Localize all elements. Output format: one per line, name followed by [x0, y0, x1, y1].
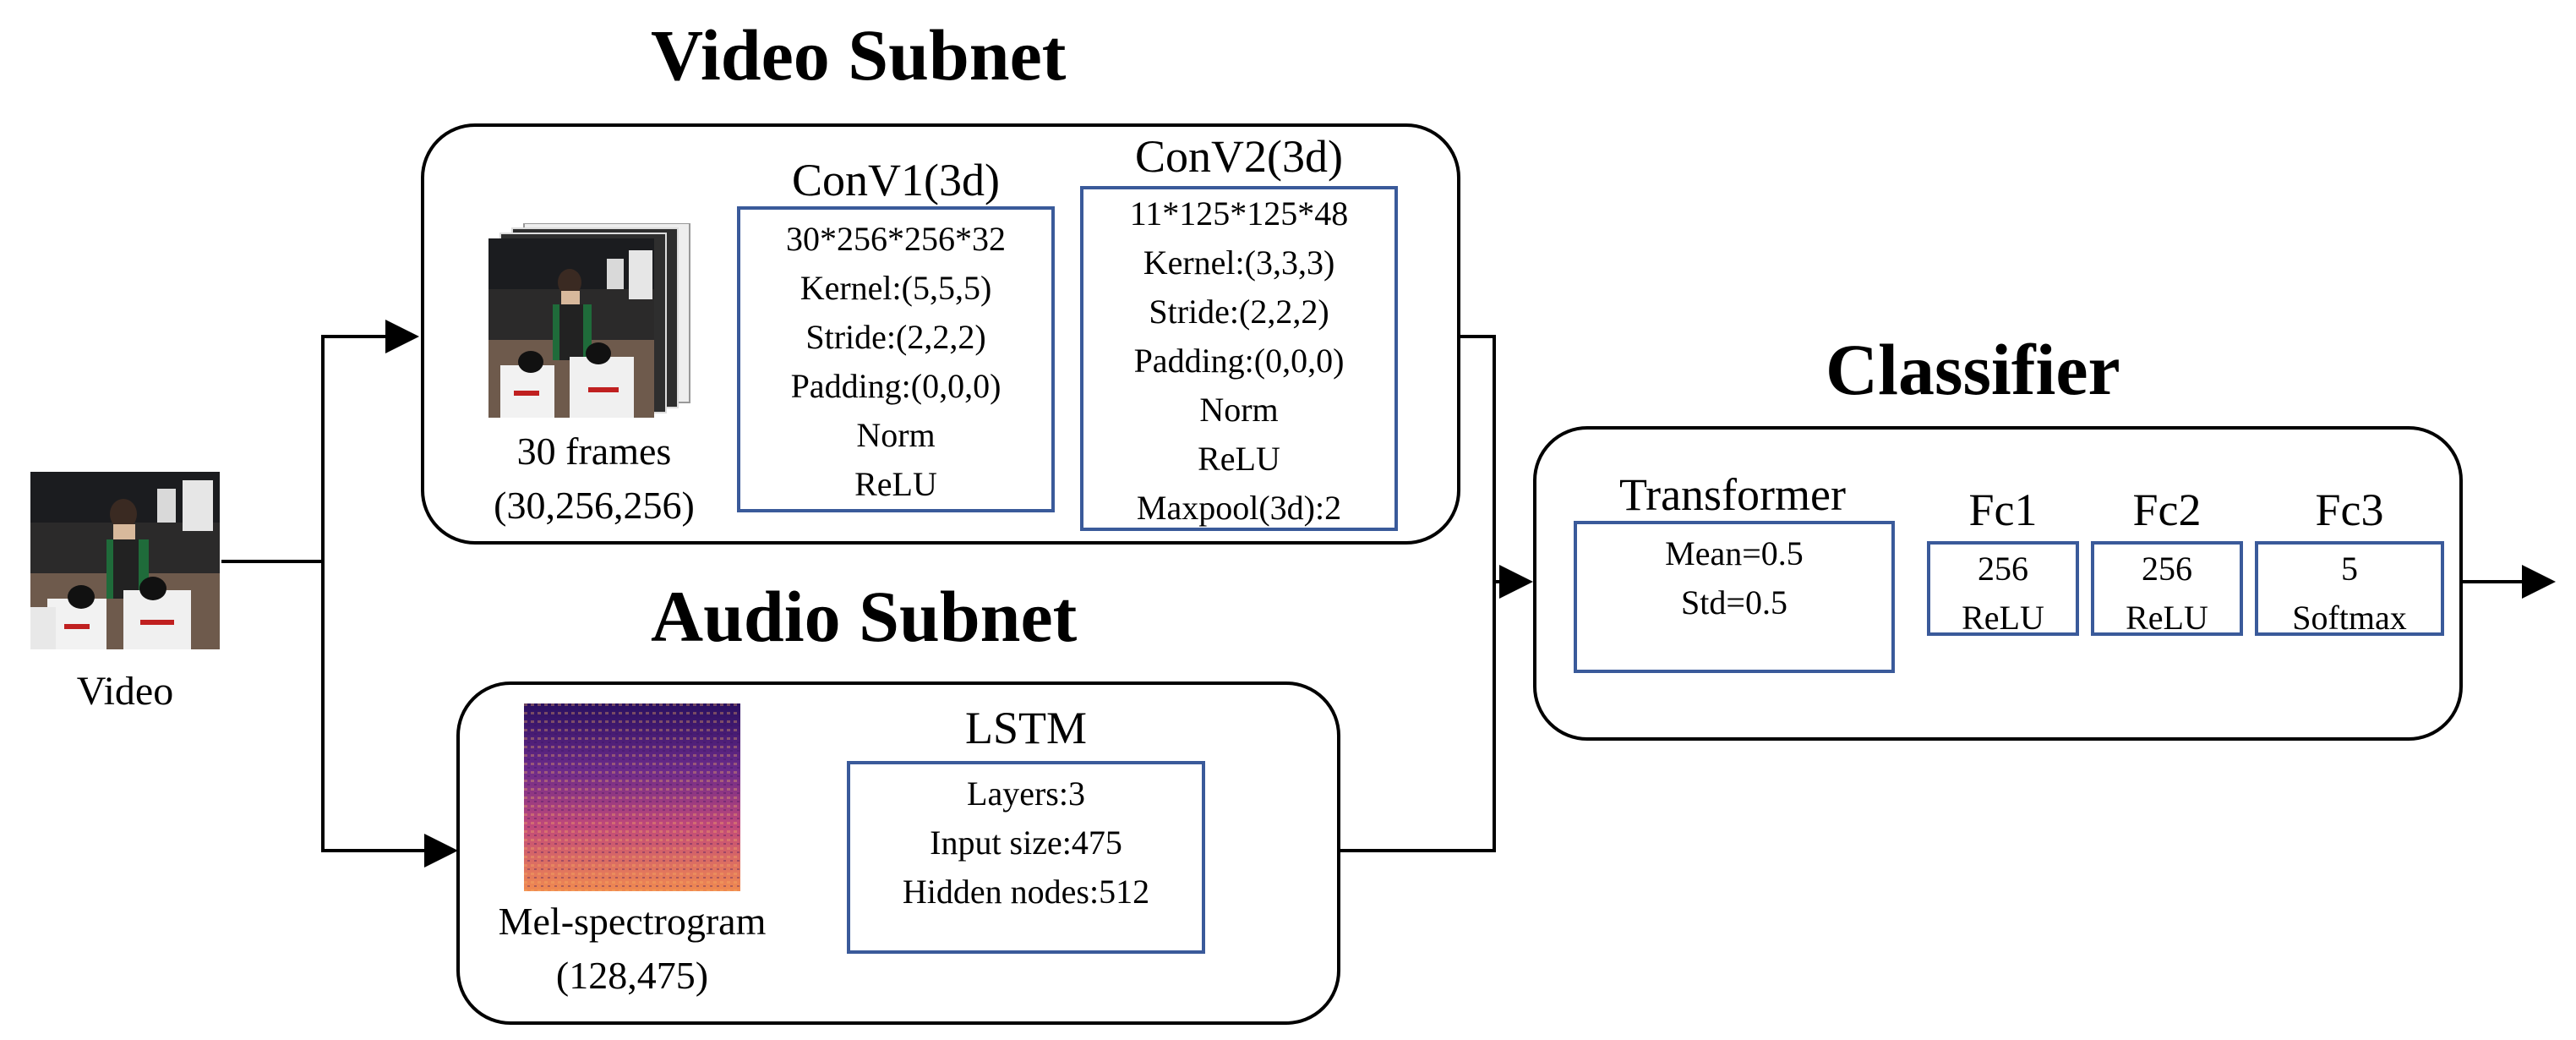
- lstm-line: Layers:3: [967, 775, 1085, 813]
- conv2-line: Maxpool(3d):2: [1136, 489, 1342, 527]
- audio-subnet-title: Audio Subnet: [651, 576, 1078, 657]
- conv2-line: 11*125*125*48: [1129, 194, 1349, 233]
- frames-caption-line-2: (30,256,256): [494, 484, 695, 527]
- conv1-line: ReLU: [854, 465, 937, 503]
- conv1-line: Kernel:(5,5,5): [800, 269, 992, 307]
- lstm-box: Layers:3 Input size:475 Hidden nodes:512: [847, 761, 1205, 954]
- video-frames-stack: [488, 222, 700, 418]
- conv1-line: Padding:(0,0,0): [790, 367, 1001, 405]
- conv2-box: 11*125*125*48 Kernel:(3,3,3) Stride:(2,2…: [1080, 186, 1398, 531]
- arrow-audio-to-merge: [1339, 582, 1496, 852]
- fc2-line: ReLU: [2126, 599, 2208, 637]
- fc3-title: Fc3: [2315, 484, 2384, 535]
- conv2-line: Padding:(0,0,0): [1133, 342, 1345, 380]
- fc1-line: ReLU: [1962, 599, 2044, 637]
- conv2-line: ReLU: [1198, 440, 1280, 478]
- transformer-line: Mean=0.5: [1665, 534, 1804, 572]
- mel-spectrogram-image: [524, 703, 740, 891]
- lstm-line: Input size:475: [930, 824, 1122, 862]
- fc1-title: Fc1: [1968, 484, 2038, 535]
- arrow-video-to-merge: [1459, 335, 1496, 582]
- input-video-label: Video: [76, 669, 174, 714]
- conv1-line: 30*256*256*32: [786, 220, 1006, 258]
- classifier-title: Classifier: [1826, 329, 2120, 410]
- transformer-line: Std=0.5: [1681, 583, 1787, 621]
- conv2-line: Kernel:(3,3,3): [1143, 244, 1335, 282]
- conv2-line: Norm: [1199, 391, 1279, 429]
- fc3-box: 5 Softmax: [2255, 541, 2444, 637]
- fc2-box: 256 ReLU: [2091, 541, 2243, 637]
- frames-caption-line-1: 30 frames: [516, 430, 672, 473]
- fc2-line: 256: [2142, 550, 2192, 588]
- spectrogram-caption: Mel-spectrogram (128,475): [470, 895, 794, 1003]
- conv2-title: ConV2(3d): [1135, 131, 1343, 182]
- spectrogram-caption-line-1: Mel-spectrogram: [498, 900, 767, 943]
- fc2-title: Fc2: [2132, 484, 2202, 535]
- lstm-line: Hidden nodes:512: [902, 873, 1150, 911]
- video-subnet-title: Video Subnet: [651, 14, 1067, 96]
- arrow-to-audio-subnet: [321, 561, 458, 868]
- conv1-line: Norm: [856, 416, 936, 454]
- transformer-box: Mean=0.5 Std=0.5: [1574, 521, 1895, 673]
- input-video-thumbnail: [30, 472, 220, 649]
- transformer-title: Transformer: [1619, 469, 1846, 520]
- conv1-line: Stride:(2,2,2): [805, 318, 986, 356]
- lstm-title: LSTM: [964, 703, 1088, 753]
- conv1-title: ConV1(3d): [792, 155, 1000, 205]
- spectrogram-caption-line-2: (128,475): [555, 954, 709, 997]
- frames-caption: 30 frames (30,256,256): [463, 424, 725, 533]
- conv1-box: 30*256*256*32 Kernel:(5,5,5) Stride:(2,2…: [737, 206, 1055, 512]
- fc3-line: 5: [2341, 550, 2358, 588]
- arrow-to-video-subnet: [321, 320, 419, 561]
- fc1-box: 256 ReLU: [1927, 541, 2079, 637]
- fc1-line: 256: [1978, 550, 2028, 588]
- fc3-line: Softmax: [2292, 599, 2407, 637]
- conv2-line: Stride:(2,2,2): [1149, 293, 1329, 331]
